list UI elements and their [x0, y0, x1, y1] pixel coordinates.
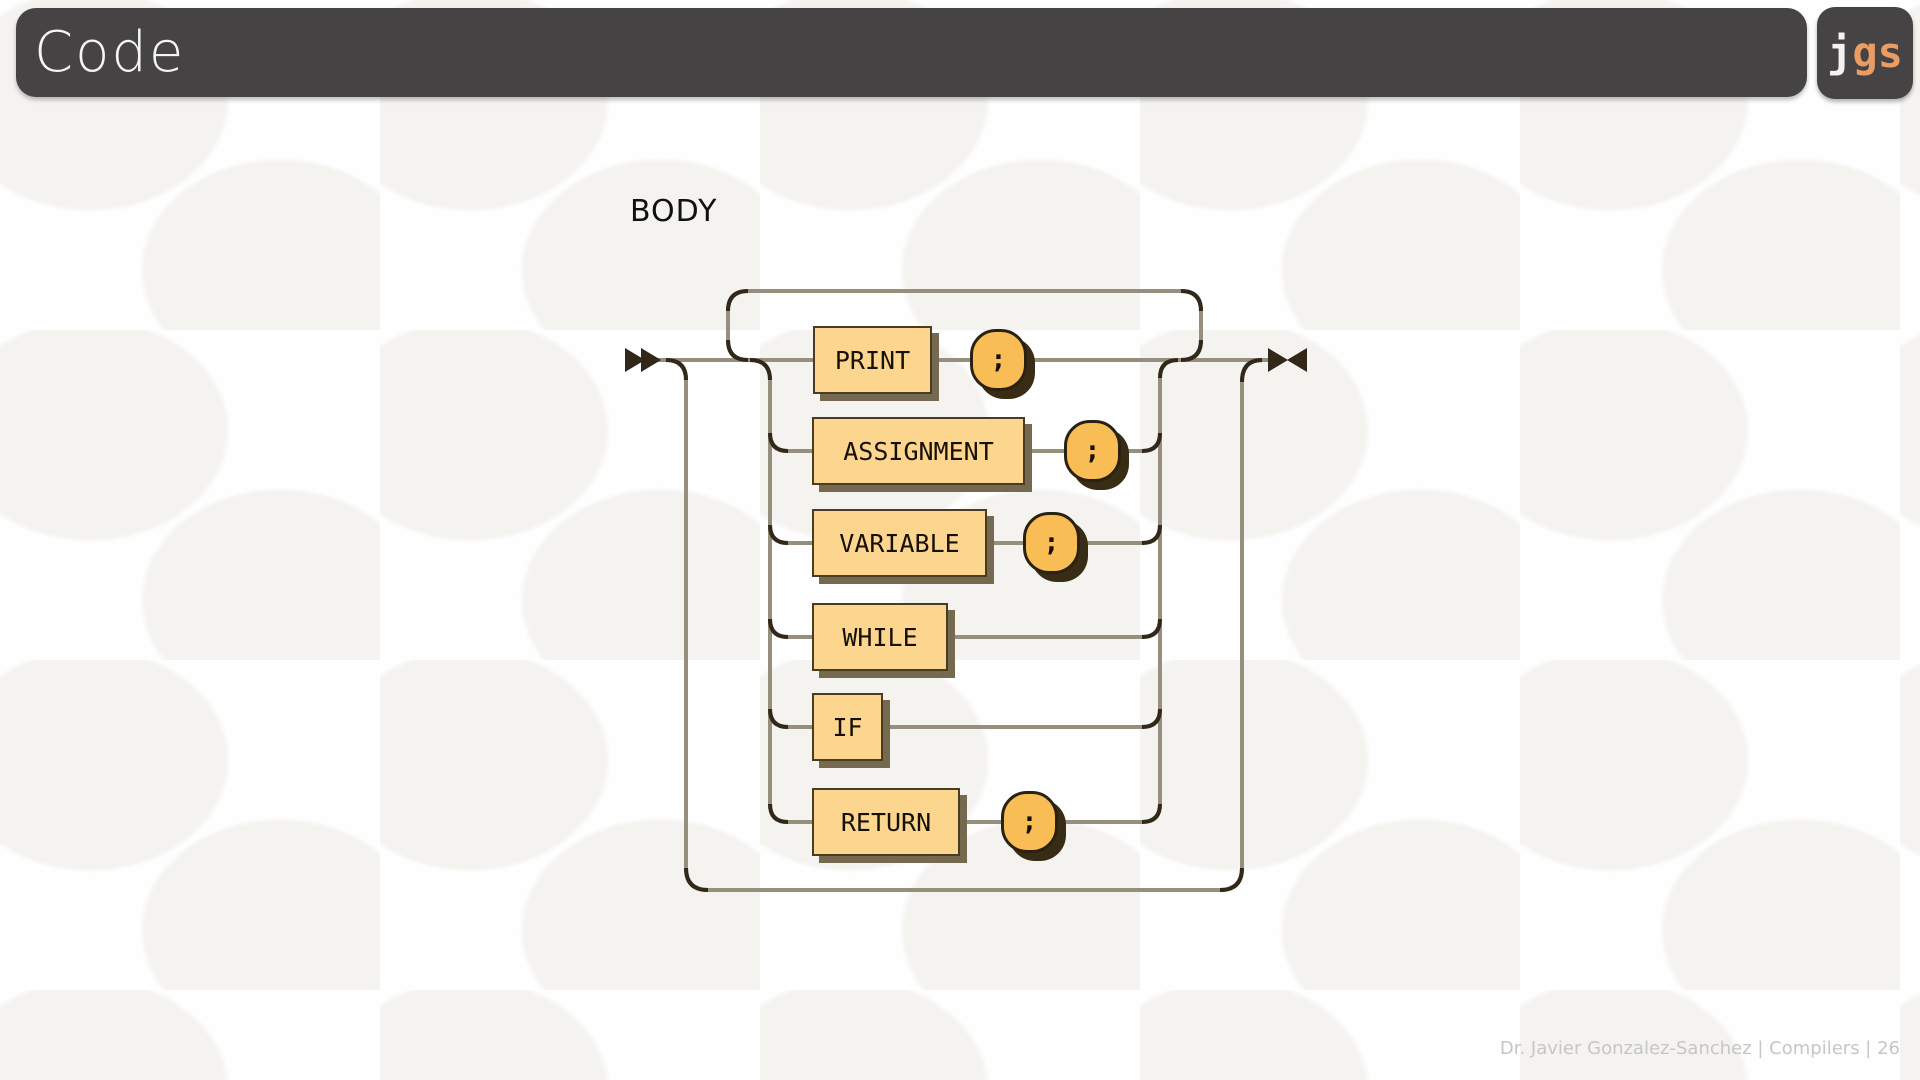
corner-merge-assignment	[1141, 432, 1162, 453]
terminal-box-while: WHILE	[812, 603, 948, 671]
logo-letter-j: j	[1827, 28, 1853, 77]
start-arrow-triangle-1	[625, 348, 645, 372]
end-arrow-triangle-left	[1287, 348, 1307, 372]
corner-bypass-bottom-left	[684, 867, 709, 892]
corner-merge-if	[1141, 708, 1162, 729]
corner-alts-exit	[1158, 358, 1179, 379]
terminal-box-return: RETURN	[812, 788, 960, 856]
start-arrow-triangle-2	[641, 348, 661, 372]
corner-branch-variable	[768, 524, 789, 545]
semicolon-oval-print: ;	[970, 329, 1027, 391]
start-arrow-icon	[625, 348, 661, 372]
corner-bypass-exit	[1240, 358, 1263, 383]
corner-alts-entry	[749, 358, 772, 381]
end-arrow-triangle-right	[1268, 348, 1288, 372]
terminal-box-if: IF	[812, 693, 883, 761]
corner-merge-while	[1141, 618, 1162, 639]
semicolon-oval-return: ;	[1001, 791, 1058, 853]
corner-arcs	[665, 289, 1263, 892]
page-title: Code	[34, 19, 186, 85]
rule-name-label: BODY	[630, 194, 718, 229]
corner-loop-lower-right	[1180, 339, 1203, 362]
semicolon-oval-assignment: ;	[1064, 420, 1121, 482]
corner-loop-upper-right	[1180, 289, 1203, 312]
slide-footer: Dr. Javier Gonzalez-Sanchez | Compilers …	[1499, 1038, 1900, 1059]
logo-letters-gs: gs	[1852, 28, 1903, 77]
corner-loop-upper-left	[726, 289, 749, 312]
corner-bypass-bottom-right	[1219, 867, 1244, 892]
title-bar: Code	[16, 8, 1807, 97]
corner-branch-while	[768, 618, 789, 639]
semicolon-oval-variable: ;	[1023, 512, 1080, 574]
track-alternatives-right-rail	[1158, 358, 1179, 804]
track-alternatives-left-rail	[749, 358, 772, 806]
terminal-box-variable: VARIABLE	[812, 509, 987, 577]
end-arrow-icon	[1268, 348, 1307, 372]
corner-branch-assignment	[768, 432, 789, 453]
track-segments	[657, 289, 1268, 892]
track-repeat-loop	[726, 289, 1203, 362]
corner-merge-variable	[1141, 524, 1162, 545]
terminal-box-assignment: ASSIGNMENT	[812, 417, 1025, 485]
corner-merge-return	[1141, 803, 1162, 824]
corner-branch-return	[768, 803, 789, 824]
corner-bypass-entry	[665, 358, 688, 381]
terminal-box-print: PRINT	[813, 326, 932, 394]
corner-loop-lower-left	[726, 339, 749, 362]
corner-branch-if	[768, 708, 789, 729]
